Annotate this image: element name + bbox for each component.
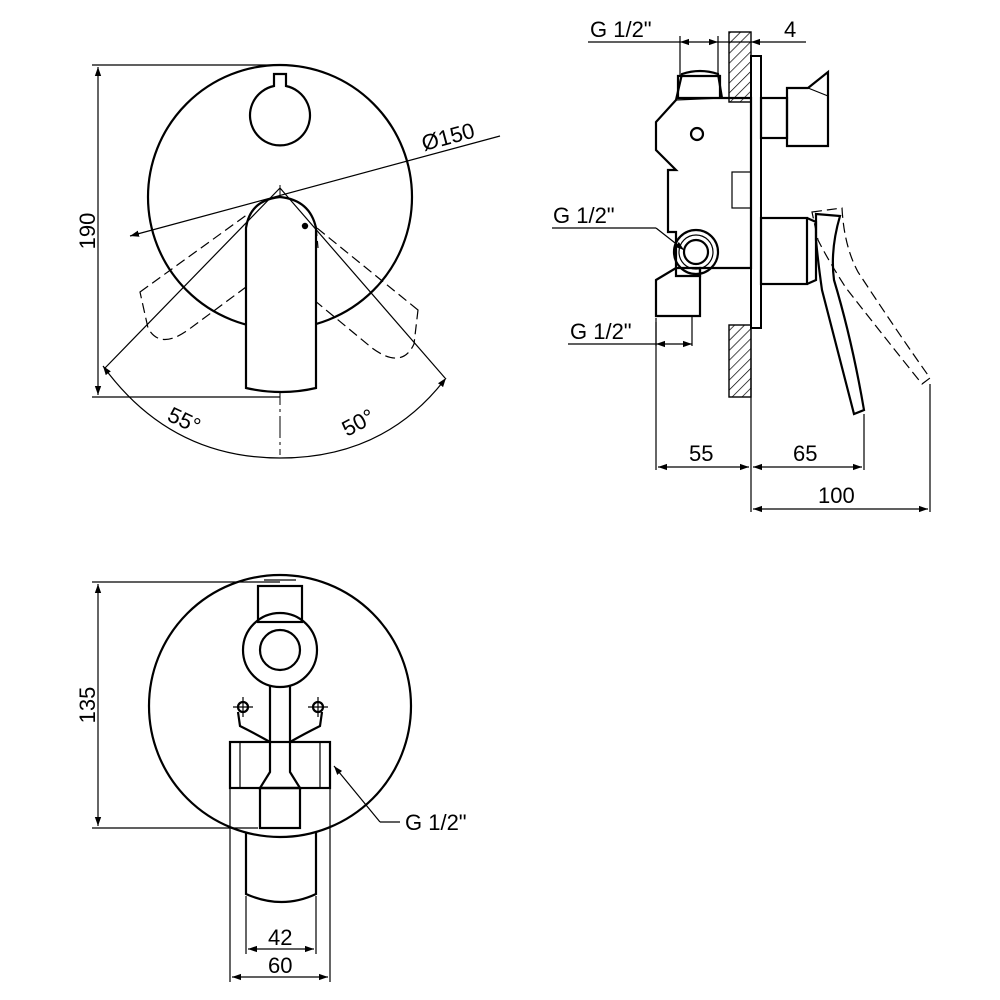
bottom-lever-handle xyxy=(244,832,318,904)
side-upper-outlet xyxy=(676,74,722,100)
bottom-top-outlet xyxy=(256,584,304,624)
bottom-ring-inner xyxy=(258,628,302,672)
bottom-ring-outer xyxy=(241,611,319,689)
side-depth-total-label: 100 xyxy=(818,483,855,508)
front-angle-left-label: 55° xyxy=(164,402,205,439)
front-handle-pin xyxy=(301,222,309,230)
side-inlet-inner xyxy=(682,238,710,266)
front-angle-right-label: 50° xyxy=(338,404,379,442)
front-lever-handle xyxy=(244,195,318,394)
side-lever-rotated xyxy=(811,207,931,385)
front-view: Ø150 190 55° 50° xyxy=(75,63,501,459)
bottom-lower-outlet xyxy=(258,786,302,830)
bottom-valve-body xyxy=(228,740,332,790)
side-thread-top-label: G 1/2" xyxy=(590,17,652,42)
side-inlet-outer xyxy=(672,228,720,276)
front-handle-left-rotated xyxy=(139,213,298,341)
side-screw-hole xyxy=(689,126,705,142)
side-diverter-stem xyxy=(759,96,789,140)
bottom-view: 135 G 1/2" 42 60 xyxy=(75,573,467,982)
front-diverter-knob xyxy=(248,72,312,147)
side-diverter-knob xyxy=(785,69,830,148)
bottom-cover-plate xyxy=(147,573,413,839)
side-lever-handle xyxy=(814,212,866,416)
side-cover-plate xyxy=(750,55,762,329)
front-diameter-dim-line xyxy=(129,135,501,237)
side-depth-handle-label: 65 xyxy=(793,441,817,466)
side-lever-stem xyxy=(759,216,809,286)
front-angle-arc xyxy=(102,365,447,459)
bottom-width-inner-label: 42 xyxy=(268,925,292,950)
front-handle-right-rotated xyxy=(267,223,419,359)
side-depth-body-label: 55 xyxy=(689,441,713,466)
side-wall-lower xyxy=(728,324,752,398)
side-view: G 1/2" 4 G 1/2" G 1/2" 55 65 100 xyxy=(552,17,931,513)
side-wall-thickness-label: 4 xyxy=(784,17,796,42)
side-thread-bottom-label: G 1/2" xyxy=(570,319,632,344)
side-thread-middle-label: G 1/2" xyxy=(553,203,615,228)
front-height-label: 190 xyxy=(75,213,100,250)
bottom-thread-label: G 1/2" xyxy=(405,810,467,835)
bottom-width-outer-label: 60 xyxy=(268,953,292,978)
bottom-height-label: 135 xyxy=(75,687,100,724)
side-lower-outlet xyxy=(654,266,702,318)
